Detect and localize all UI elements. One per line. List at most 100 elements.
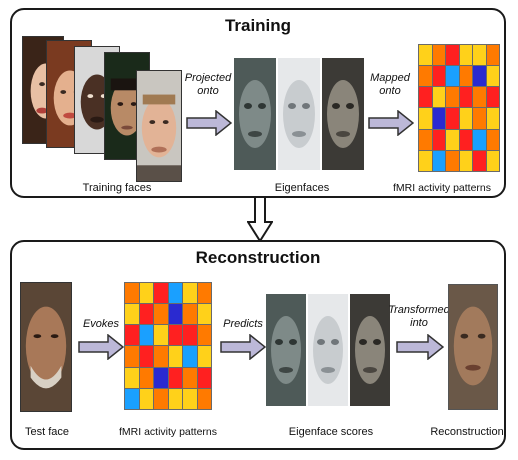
fmri-cell: [125, 388, 139, 409]
fmri-cell: [168, 367, 182, 388]
predicts-label: Predicts: [223, 318, 263, 330]
fmri-cell: [183, 388, 197, 409]
fmri-cell: [486, 87, 499, 108]
training-patterns-label: fMRI activity patterns: [392, 182, 492, 194]
fmri-cell: [168, 325, 182, 346]
transformed-into-label: Transformed into: [388, 304, 450, 330]
fmri-cell: [183, 346, 197, 367]
eigenface-score-2: [308, 294, 348, 406]
evokes-label: Evokes: [82, 318, 120, 330]
fmri-cell: [459, 129, 472, 150]
fmri-cell: [125, 283, 139, 304]
fmri-cell: [486, 45, 499, 66]
fmri-cell: [168, 346, 182, 367]
training-panel: Training: [10, 8, 506, 198]
fmri-cell: [197, 325, 211, 346]
fmri-cell: [154, 346, 168, 367]
fmri-cell: [486, 108, 499, 129]
reconstruction-face: [448, 284, 498, 410]
fmri-cell: [419, 129, 432, 150]
fmri-cell: [419, 108, 432, 129]
reconstruction-label: Reconstruction: [430, 426, 504, 438]
training-title: Training: [224, 16, 292, 35]
eigenface-2: [278, 58, 320, 170]
training-faces-label: Training faces: [82, 182, 152, 194]
reconstruction-title: Reconstruction: [195, 248, 321, 267]
fmri-cell: [473, 87, 486, 108]
fmri-cell: [139, 388, 153, 409]
fmri-cell: [154, 325, 168, 346]
eigenface-score-3: [350, 294, 390, 406]
mapped-onto-label: Mapped onto: [366, 72, 414, 98]
eigenface-score-1: [266, 294, 306, 406]
reconstruction-panel: Reconstruction Test face Evokes fMRI act…: [10, 240, 506, 450]
transformed-arrow: [396, 334, 444, 360]
fmri-cell: [183, 283, 197, 304]
transformed-label-line2: into: [410, 317, 428, 329]
fmri-cell: [197, 304, 211, 325]
fmri-cell: [139, 325, 153, 346]
fmri-cell: [154, 367, 168, 388]
fmri-cell: [197, 283, 211, 304]
fmri-cell: [473, 66, 486, 87]
fmri-cell: [459, 45, 472, 66]
transformed-label-line1: Transformed: [388, 304, 450, 316]
fmri-cell: [459, 108, 472, 129]
mapped-arrow: [368, 110, 414, 136]
eigenface-3: [322, 58, 364, 170]
mapped-label-line2: onto: [379, 85, 401, 97]
training-face-5: [136, 70, 182, 182]
fmri-cell: [139, 346, 153, 367]
fmri-cell: [473, 108, 486, 129]
fmri-cell: [154, 304, 168, 325]
fmri-cell: [197, 388, 211, 409]
fmri-cell: [446, 108, 459, 129]
fmri-cell: [168, 304, 182, 325]
test-face-label: Test face: [24, 426, 70, 438]
fmri-cell: [446, 45, 459, 66]
fmri-cell: [125, 325, 139, 346]
fmri-cell: [125, 346, 139, 367]
fmri-cell: [432, 150, 445, 171]
projected-onto-label: Projected onto: [182, 72, 234, 98]
test-face: [20, 282, 72, 412]
fmri-cell: [446, 87, 459, 108]
fmri-cell: [183, 304, 197, 325]
eigenface-scores-label: Eigenface scores: [288, 426, 374, 438]
fmri-cell: [183, 367, 197, 388]
eigenface-1: [234, 58, 276, 170]
predicts-arrow: [220, 334, 266, 360]
fmri-cell: [168, 283, 182, 304]
fmri-cell: [419, 45, 432, 66]
training-fmri-grid: [418, 44, 500, 172]
fmri-cell: [446, 129, 459, 150]
projected-label-line1: Projected: [184, 72, 232, 84]
fmri-cell: [125, 367, 139, 388]
fmri-cell: [139, 283, 153, 304]
mapped-label-line1: Mapped: [370, 72, 410, 84]
reconstruction-fmri-grid: [124, 282, 212, 410]
evokes-arrow: [78, 334, 124, 360]
fmri-cell: [432, 129, 445, 150]
fmri-cell: [419, 66, 432, 87]
fmri-cell: [446, 66, 459, 87]
fmri-cell: [154, 388, 168, 409]
reconstruction-patterns-label: fMRI activity patterns: [118, 426, 218, 438]
fmri-cell: [432, 87, 445, 108]
fmri-cell: [486, 66, 499, 87]
fmri-cell: [139, 367, 153, 388]
fmri-cell: [473, 129, 486, 150]
fmri-cell: [486, 129, 499, 150]
eigenfaces-label: Eigenfaces: [274, 182, 330, 194]
fmri-cell: [473, 45, 486, 66]
fmri-cell: [459, 87, 472, 108]
fmri-cell: [183, 325, 197, 346]
fmri-cell: [125, 304, 139, 325]
fmri-cell: [197, 346, 211, 367]
fmri-cell: [432, 45, 445, 66]
fmri-cell: [432, 66, 445, 87]
fmri-cell: [459, 150, 472, 171]
fmri-cell: [473, 150, 486, 171]
fmri-cell: [432, 108, 445, 129]
fmri-cell: [168, 388, 182, 409]
